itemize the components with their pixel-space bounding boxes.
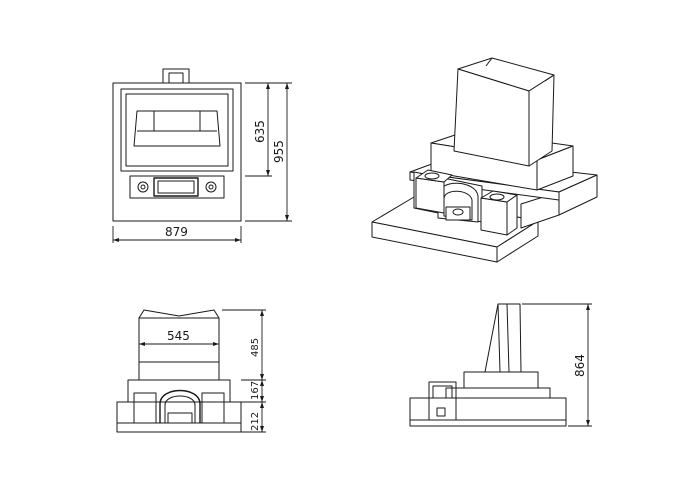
front-left-post xyxy=(133,392,157,424)
side-main-stone xyxy=(484,303,522,373)
front-arch xyxy=(159,389,201,423)
dim-879: 879 xyxy=(165,225,188,239)
plan-front-block xyxy=(129,175,225,199)
side-post xyxy=(428,381,457,421)
front-plinth xyxy=(138,361,220,381)
plan-stone-top-face xyxy=(133,110,221,147)
plan-outline xyxy=(112,82,242,222)
front-incense-box xyxy=(167,412,193,424)
side-base xyxy=(409,397,567,427)
isometric-view xyxy=(371,57,598,263)
plan-top-tab-inner xyxy=(168,72,184,84)
plan-incense-box xyxy=(153,177,199,197)
dim-955: 955 xyxy=(272,140,286,163)
dim-167: 167 xyxy=(250,381,261,400)
dim-545: 545 xyxy=(167,329,190,343)
front-base xyxy=(116,401,242,433)
plan-stone-outer xyxy=(120,88,234,172)
plan-stone-inner xyxy=(125,93,229,167)
side-mid-tier xyxy=(463,371,539,389)
plan-top-tab xyxy=(162,68,190,84)
front-main-stone xyxy=(138,309,220,363)
iso-right-post xyxy=(480,197,508,236)
dim-485: 485 xyxy=(250,338,261,357)
plan-right-vase xyxy=(205,181,217,193)
plan-left-vase xyxy=(137,181,149,193)
front-right-post xyxy=(201,392,225,424)
side-view: 864 xyxy=(409,303,592,427)
plan-view: 879 635 955 xyxy=(112,68,292,243)
iso-left-post xyxy=(415,177,445,214)
front-view: 545 485 167 212 xyxy=(116,309,266,433)
dim-635: 635 xyxy=(253,120,267,143)
dim-212: 212 xyxy=(250,412,261,431)
iso-base-side xyxy=(496,220,539,263)
dim-864: 864 xyxy=(573,354,587,377)
iso-stone-side xyxy=(528,74,555,167)
